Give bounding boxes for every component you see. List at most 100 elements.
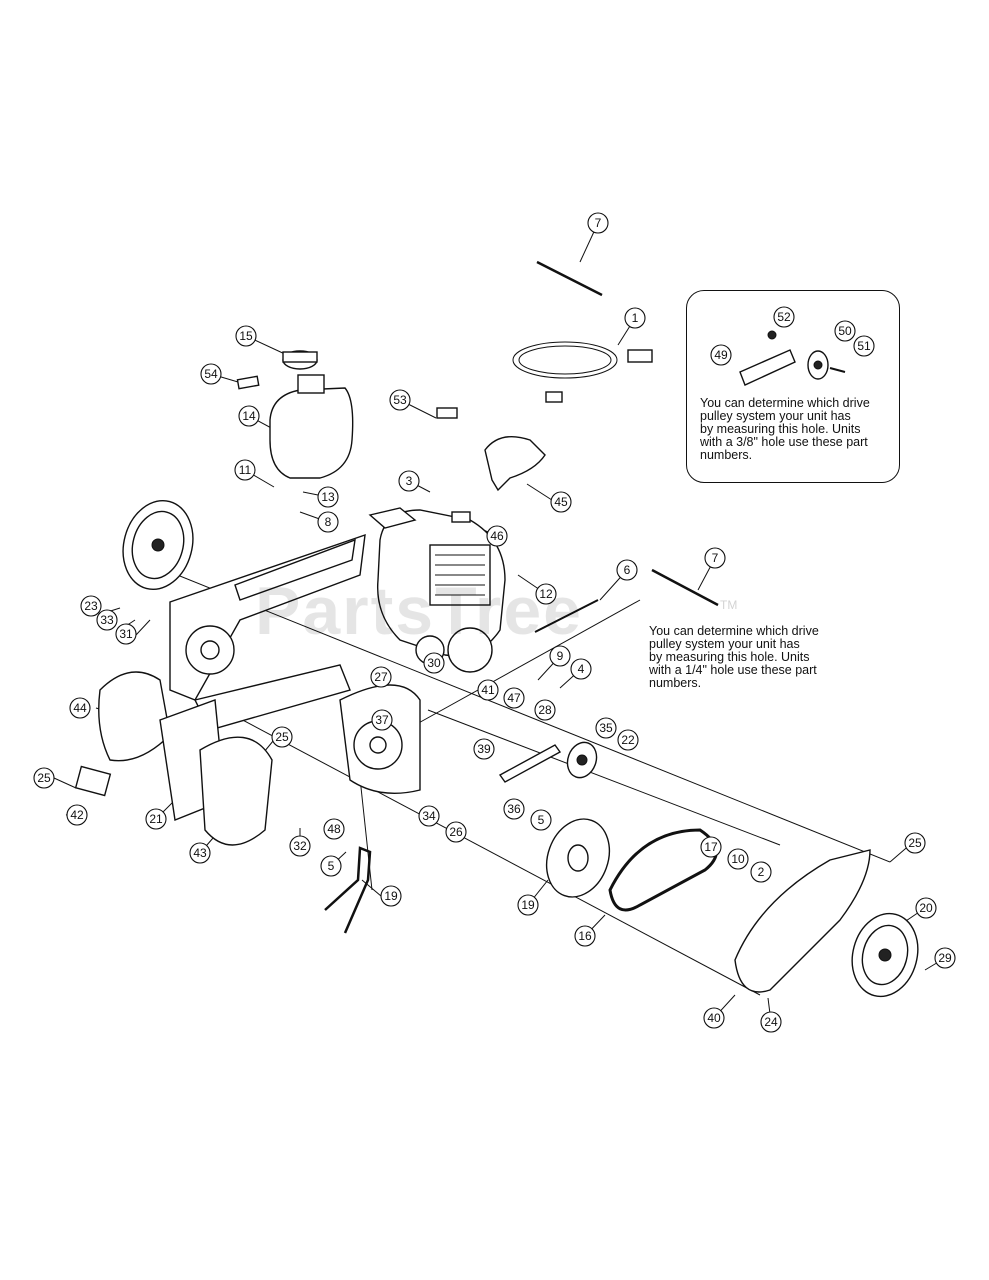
fuel-tank <box>236 374 354 479</box>
callout-19: 19 <box>517 894 539 916</box>
callout-label: 34 <box>422 809 436 823</box>
rod-top <box>536 260 603 297</box>
watermark-tm: TM <box>720 598 738 612</box>
callout-label: 16 <box>578 929 592 943</box>
callout-label: 21 <box>149 812 163 826</box>
rod-6 <box>534 599 599 633</box>
callout-label: 33 <box>100 613 114 627</box>
rod-right <box>651 568 719 607</box>
shift-rod <box>324 846 372 934</box>
callout-34: 34 <box>418 805 440 827</box>
callout-label: 17 <box>704 840 718 854</box>
callout-label: 50 <box>838 324 852 338</box>
callout-25: 25 <box>271 726 293 748</box>
pulley-large <box>545 818 611 898</box>
callout-2: 2 <box>750 861 772 883</box>
callout-label: 42 <box>70 808 84 822</box>
key <box>436 407 458 419</box>
callout-9: 9 <box>549 645 571 667</box>
callout-29: 29 <box>934 947 956 969</box>
callout-label: 8 <box>325 515 332 529</box>
idler-arm <box>498 744 562 783</box>
callout-50: 50 <box>834 320 856 342</box>
callout-label: 22 <box>621 733 635 747</box>
wheel-left <box>122 499 194 591</box>
callout-14: 14 <box>238 405 260 427</box>
callout-label: 45 <box>554 495 568 509</box>
note-box <box>686 290 900 483</box>
callout-54: 54 <box>200 363 222 385</box>
callout-label: 10 <box>731 852 745 866</box>
auger-left <box>74 671 273 846</box>
callout-46: 46 <box>486 525 508 547</box>
callout-label: 49 <box>714 348 728 362</box>
callout-label: 20 <box>919 901 933 915</box>
callout-label: 26 <box>449 825 463 839</box>
callout-42: 42 <box>66 804 88 826</box>
callout-label: 19 <box>521 898 535 912</box>
callout-label: 5 <box>538 813 545 827</box>
callout-label: 52 <box>777 310 791 324</box>
callout-23: 23 <box>80 595 102 617</box>
callout-label: 6 <box>624 563 631 577</box>
callout-5: 5 <box>530 809 552 831</box>
callout-45: 45 <box>550 491 572 513</box>
callout-label: 23 <box>84 599 98 613</box>
callout-label: 30 <box>427 656 441 670</box>
callout-30: 30 <box>423 652 445 674</box>
watermark: PartsTree <box>255 573 583 649</box>
callout-22: 22 <box>617 729 639 751</box>
callout-8: 8 <box>317 511 339 533</box>
callout-label: 54 <box>204 367 218 381</box>
callout-28: 28 <box>534 699 556 721</box>
wheel-right <box>851 912 919 998</box>
callout-4: 4 <box>570 658 592 680</box>
callout-label: 25 <box>37 771 51 785</box>
callout-41: 41 <box>477 679 499 701</box>
callout-label: 13 <box>321 490 335 504</box>
callout-15: 15 <box>235 325 257 347</box>
callout-10: 10 <box>727 848 749 870</box>
callout-label: 11 <box>239 463 252 477</box>
callout-label: 43 <box>193 846 207 860</box>
callout-label: 9 <box>557 649 564 663</box>
callout-5: 5 <box>320 855 342 877</box>
callout-52: 52 <box>773 306 795 328</box>
power-cord <box>512 341 653 403</box>
callout-label: 3 <box>406 474 413 488</box>
note-open: You can determine which drive pulley sys… <box>649 624 819 690</box>
callout-label: 47 <box>507 691 521 705</box>
callout-label: 31 <box>119 627 133 641</box>
note-boxed: You can determine which drive pulley sys… <box>700 396 870 462</box>
callout-27: 27 <box>370 666 392 688</box>
callout-7: 7 <box>587 212 609 234</box>
callout-47: 47 <box>503 687 525 709</box>
callout-12: 12 <box>535 583 557 605</box>
callout-label: 40 <box>707 1011 721 1025</box>
auger-housing-frame <box>169 533 421 795</box>
callout-31: 31 <box>115 623 137 645</box>
callout-label: 41 <box>481 683 495 697</box>
callout-label: 36 <box>507 802 521 816</box>
callout-label: 28 <box>538 703 552 717</box>
callout-43: 43 <box>189 842 211 864</box>
callout-label: 7 <box>712 551 719 565</box>
callout-label: 24 <box>764 1015 778 1029</box>
callout-37: 37 <box>371 709 393 731</box>
callout-24: 24 <box>760 1011 782 1033</box>
callout-label: 35 <box>599 721 613 735</box>
callout-21: 21 <box>145 808 167 830</box>
callout-label: 5 <box>328 859 335 873</box>
callout-33: 33 <box>96 609 118 631</box>
callout-label: 39 <box>477 742 491 756</box>
callout-label: 29 <box>938 951 952 965</box>
callout-label: 37 <box>375 713 389 727</box>
pulley-small <box>566 741 598 779</box>
fuel-cap <box>282 350 318 370</box>
callout-label: 2 <box>758 865 765 879</box>
callout-label: 51 <box>857 339 871 353</box>
callout-label: 25 <box>908 836 922 850</box>
callout-51: 51 <box>853 335 875 357</box>
callout-label: 4 <box>578 662 585 676</box>
